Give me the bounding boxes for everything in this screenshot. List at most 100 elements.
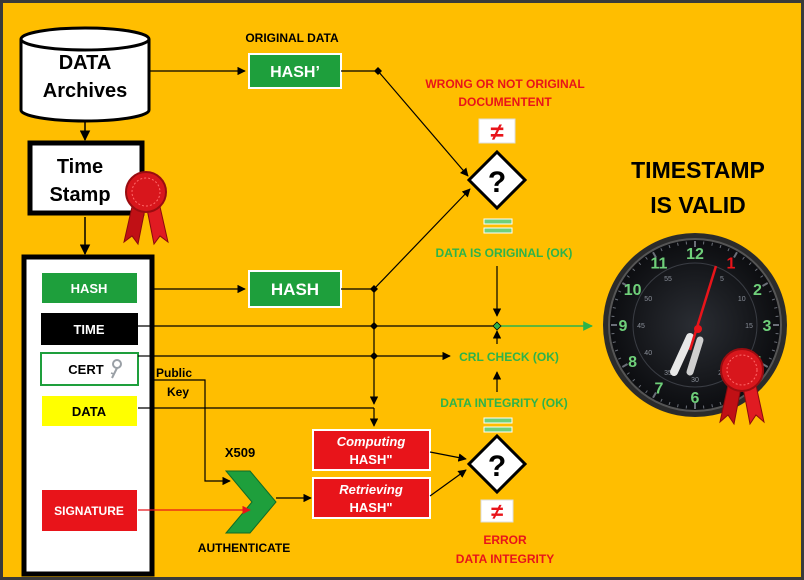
clock-tick: [754, 268, 758, 272]
clock-hour-number: 7: [655, 380, 664, 397]
clock-minute-number: 50: [644, 296, 652, 303]
clock-tick: [771, 349, 776, 352]
clock-tick: [768, 357, 772, 360]
clock-tick: [768, 290, 772, 293]
clock-hour-number: 6: [691, 390, 700, 407]
clock-tick: [711, 404, 713, 408]
decision-diamond-integrity: ?: [466, 433, 528, 495]
svg-text:≠: ≠: [490, 119, 503, 146]
svg-text:SIGNATURE: SIGNATURE: [54, 504, 124, 518]
svg-text:?: ?: [488, 166, 506, 199]
clock-tick: [632, 268, 636, 272]
time-stamp-line2: Stamp: [49, 184, 110, 206]
equal-top: [483, 218, 513, 234]
valid-title-line2: IS VALID: [650, 192, 745, 218]
data-integrity-ok-label: DATA INTEGRITY (OK): [440, 396, 568, 410]
clock-tick: [719, 244, 722, 249]
archive-title-line1: DATA: [59, 52, 112, 74]
clock-tick: [638, 384, 642, 388]
svg-text:HASH: HASH: [271, 280, 319, 299]
clock-hour-number: 9: [619, 318, 628, 335]
clock-tick: [638, 262, 642, 266]
field-hash: HASH: [40, 271, 139, 305]
chevron-icon: [224, 470, 277, 534]
field-signature: SIGNATURE: [40, 488, 139, 533]
clock-second-hand: [688, 265, 718, 351]
x509-label: X509: [225, 445, 255, 460]
computing-hash-box: Computing HASH": [312, 429, 431, 471]
clock-tick: [774, 307, 778, 309]
clock-hour-number: 11: [651, 256, 668, 273]
clock-tick: [626, 372, 630, 375]
clock-hour-number: 3: [763, 318, 772, 335]
svg-text:DATA: DATA: [72, 404, 107, 419]
clock-icon: 510152025303540455055 121234567891011: [603, 233, 787, 417]
seal-ribbon-icon: [719, 348, 765, 426]
clock-minute-number: 15: [745, 323, 753, 330]
svg-text:≠: ≠: [491, 499, 503, 524]
svg-text:HASH": HASH": [350, 500, 393, 515]
clock-minute-number: 45: [637, 323, 645, 330]
field-time: TIME: [41, 313, 138, 345]
clock-tick: [614, 349, 619, 352]
not-equal-top: ≠: [478, 118, 516, 146]
clock-tick: [668, 401, 671, 406]
clock-minute-number: 5: [720, 276, 724, 283]
clock-tick: [771, 298, 776, 301]
decision-diamond-original: ?: [466, 149, 528, 211]
clock-tick: [660, 398, 663, 402]
field-data: DATA: [40, 394, 139, 428]
data-is-original-label: DATA IS ORIGINAL (OK): [436, 246, 573, 260]
clock-tick: [660, 248, 663, 252]
clock-hour-number: 12: [686, 246, 704, 263]
valid-title-line1: TIMESTAMP: [631, 157, 765, 183]
equal-bottom: [483, 417, 513, 433]
clock-tick: [677, 404, 679, 408]
error-label-line2: DATA INTEGRITY: [456, 552, 554, 566]
svg-text:Computing: Computing: [337, 434, 406, 449]
clock-minute-number: 55: [664, 276, 672, 283]
clock-tick: [612, 341, 616, 343]
clock-tick: [618, 357, 622, 360]
hash-box: HASH: [248, 270, 342, 308]
clock-tick: [626, 275, 630, 278]
svg-text:?: ?: [488, 450, 506, 483]
time-stamp-box: Time Stamp: [27, 140, 145, 216]
clock-hour-number: 10: [624, 282, 642, 299]
original-data-label: ORIGINAL DATA: [245, 31, 339, 45]
public-key-line1: Public: [156, 366, 192, 380]
authenticate-label: AUTHENTICATE: [198, 541, 290, 555]
clock-hour-number: 8: [628, 354, 637, 371]
clock-tick: [645, 256, 648, 260]
database-icon: [19, 26, 151, 123]
svg-text:TIME: TIME: [73, 322, 104, 337]
clock-tick: [612, 307, 616, 309]
clock-tick: [652, 251, 657, 258]
svg-text:Retrieving: Retrieving: [339, 482, 403, 497]
clock-hour-number: 1: [727, 256, 736, 273]
clock-tick: [774, 341, 778, 343]
svg-text:CERT: CERT: [68, 362, 103, 377]
clock-hour-hand: [670, 333, 694, 376]
svg-text:HASH": HASH": [350, 452, 393, 467]
clock-minute-hand: [686, 336, 704, 376]
not-equal-bottom: ≠: [480, 499, 514, 524]
field-cert: CERT: [40, 352, 139, 386]
clock-tick: [618, 290, 622, 293]
data-archives: DATA Archives: [19, 26, 151, 123]
clock-tick: [760, 275, 764, 278]
time-stamp-line1: Time: [57, 156, 103, 178]
clock-hour-number: 2: [753, 282, 762, 299]
clock-tick: [668, 244, 671, 249]
clock-minute-number: 10: [738, 296, 746, 303]
clock-minute-number: 40: [644, 350, 652, 357]
retrieving-hash-box: Retrieving HASH": [312, 477, 431, 519]
clock-minute-number: 30: [691, 377, 699, 384]
clock-tick: [733, 251, 738, 258]
clock-tick: [621, 363, 628, 368]
clock-tick: [632, 378, 636, 382]
hash-prime-box: HASH’: [248, 53, 342, 89]
svg-text:HASH: HASH: [71, 281, 108, 296]
clock-tick: [748, 262, 752, 266]
archive-title-line2: Archives: [43, 80, 128, 102]
